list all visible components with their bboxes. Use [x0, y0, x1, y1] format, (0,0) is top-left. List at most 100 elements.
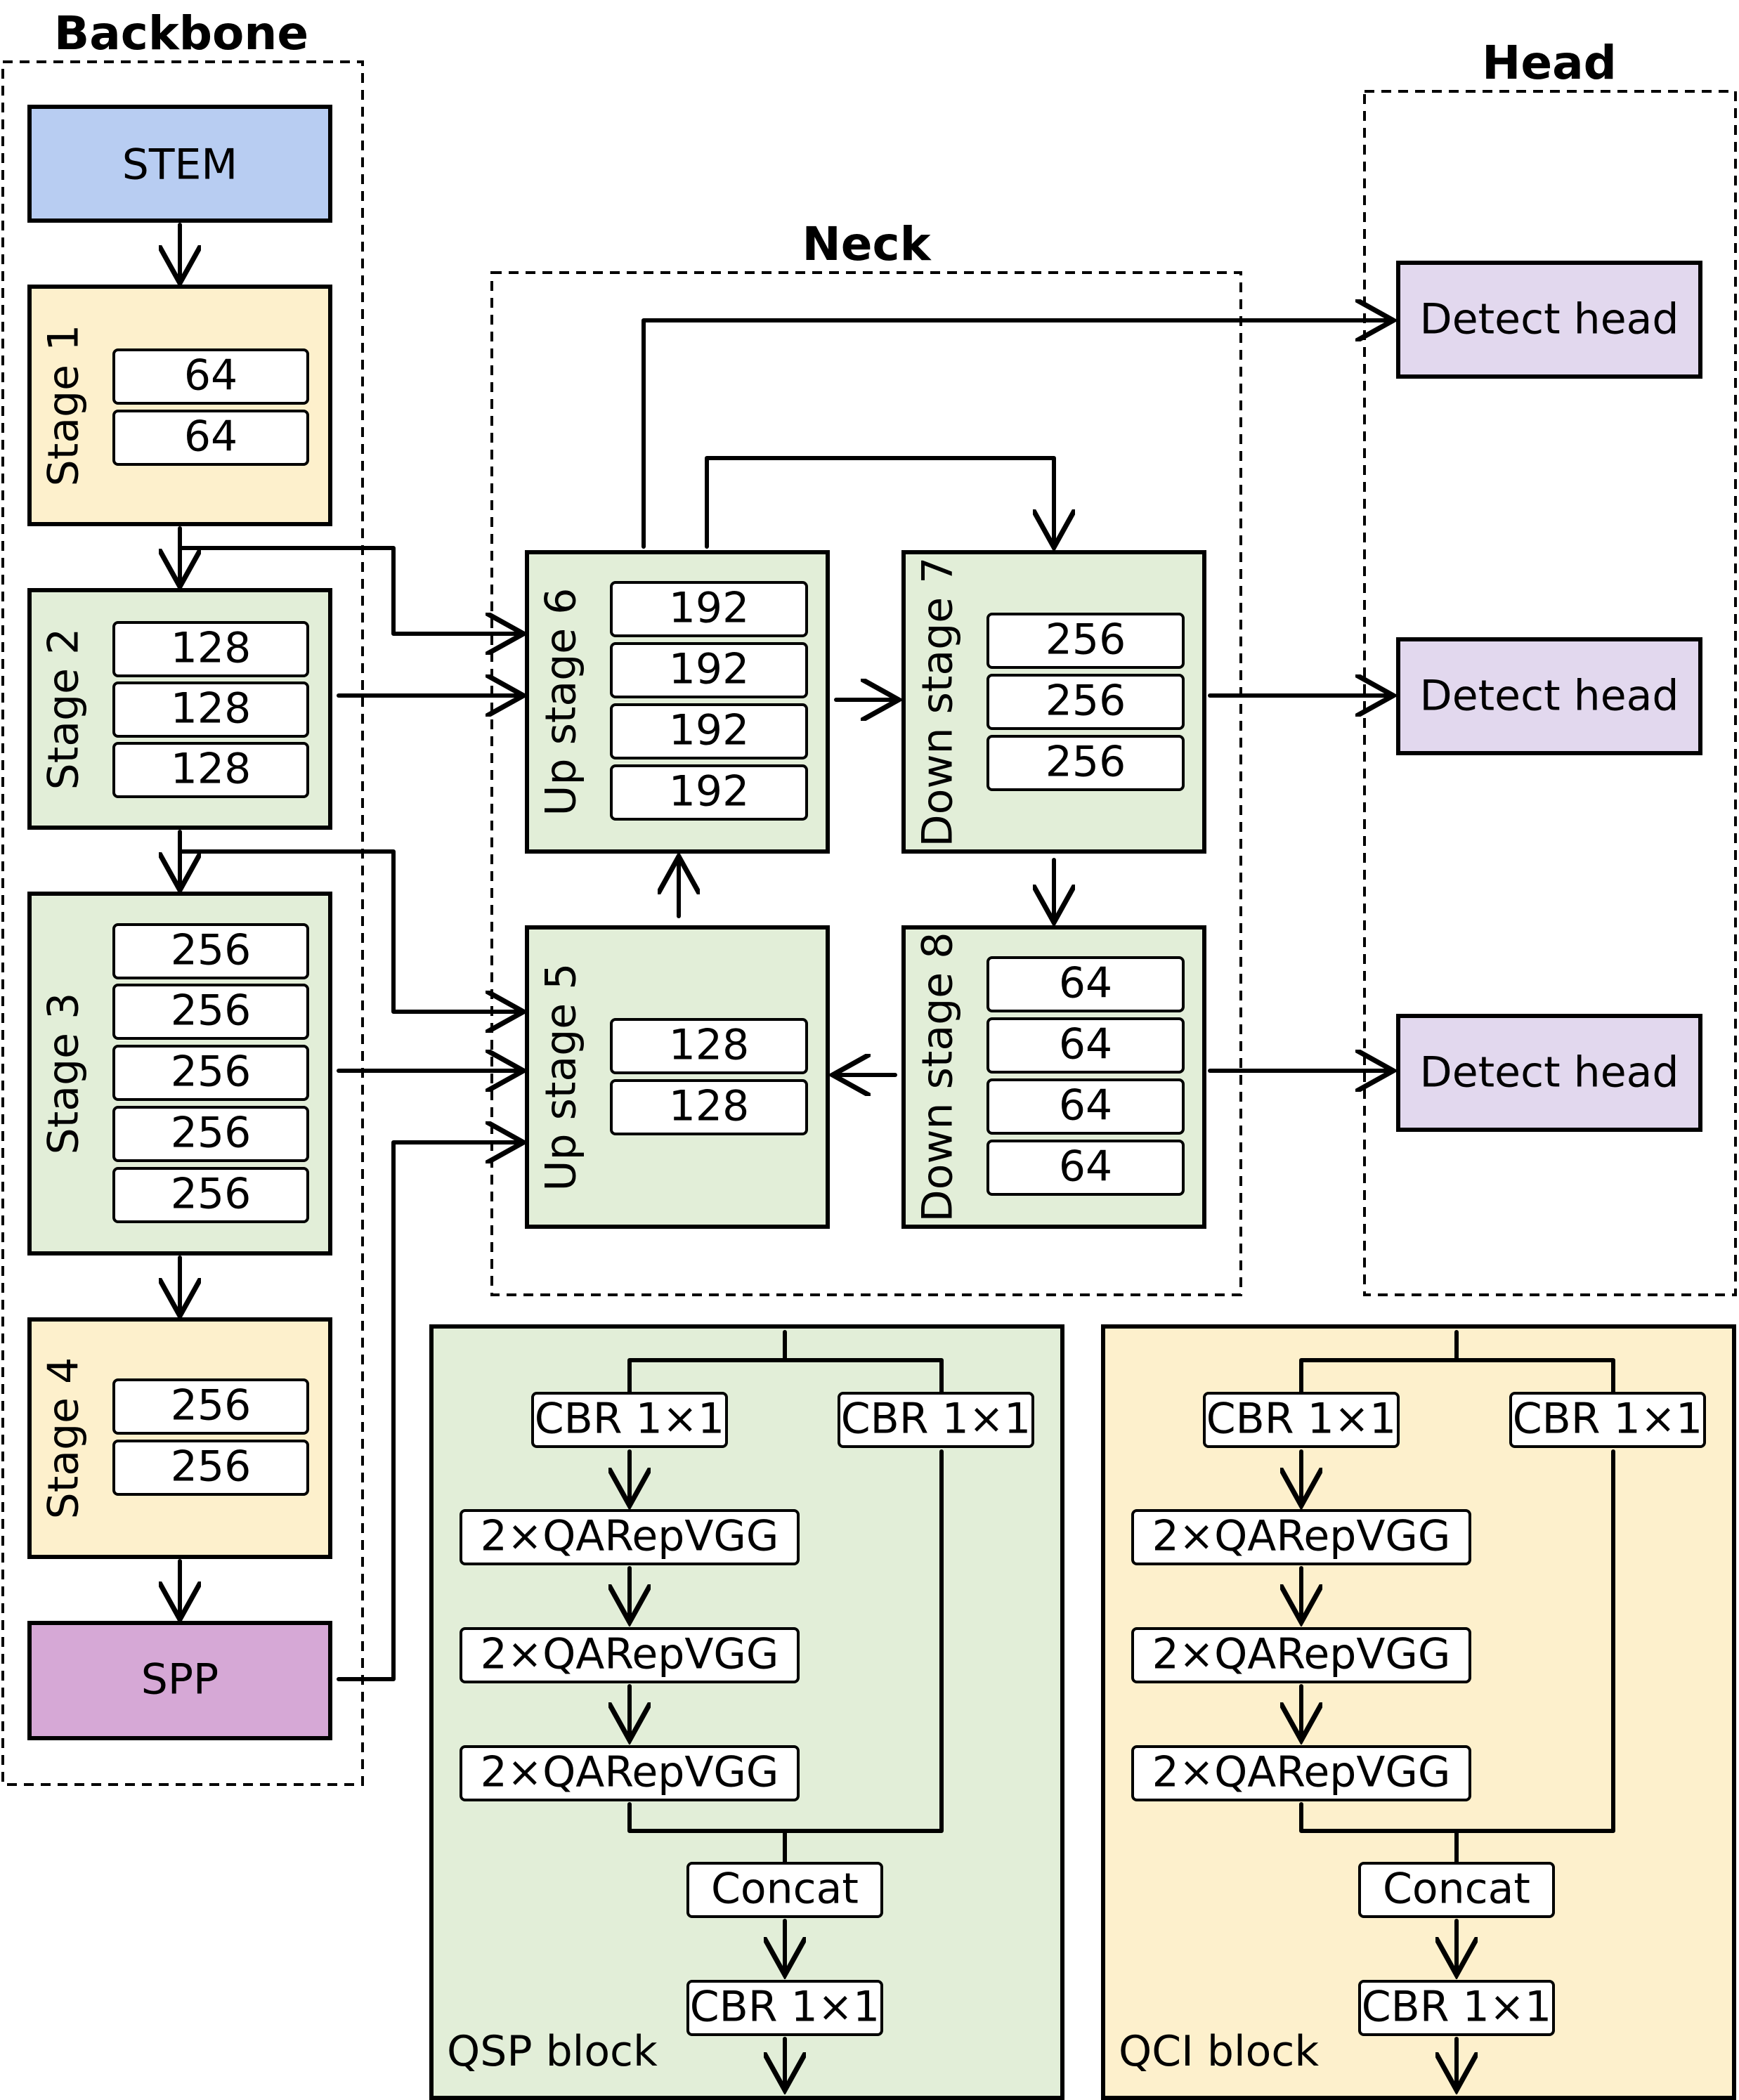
- arrow-stage2-to-up5: [178, 849, 521, 1012]
- down-stage-8-cell-value: 64: [1059, 959, 1112, 1008]
- down-stage-7-cell-value: 256: [1046, 738, 1126, 787]
- up-stage-6-cell: [610, 642, 808, 698]
- qci-rep-1-box: [1131, 1509, 1471, 1565]
- stage-1-block: Stage 1 64 64: [27, 285, 332, 526]
- arrow-up6-over-to-down7: [705, 456, 1054, 547]
- stage-3-cell: [112, 1106, 309, 1162]
- qsp-concat-box: [686, 1862, 883, 1918]
- qci-rep-2: 2×QARepVGG: [1152, 1630, 1451, 1679]
- qsp-rep-1-box: [460, 1509, 800, 1565]
- stage-3-cell: [112, 984, 309, 1040]
- stage-4-cell-value: 256: [171, 1442, 252, 1492]
- qsp-cbr-right: CBR 1×1: [841, 1395, 1031, 1444]
- qci-concat: Concat: [1383, 1865, 1530, 1914]
- down-stage-8-cell: [986, 1140, 1185, 1196]
- stage-2-cell: [112, 621, 309, 677]
- up-stage-6-cell-value: 192: [669, 645, 750, 694]
- spp-block: SPP: [27, 1621, 332, 1740]
- detect-head-2-label: Detect head: [1420, 672, 1679, 721]
- detect-head-1: Detect head: [1396, 261, 1702, 379]
- arrow-spp-to-up5: [337, 1142, 521, 1681]
- qci-rep-3: 2×QARepVGG: [1152, 1748, 1451, 1797]
- up-stage-5-cell-value: 128: [669, 1021, 750, 1070]
- backbone-container: [1, 60, 364, 1786]
- qci-cbr-out: CBR 1×1: [1362, 1983, 1551, 2032]
- head-title: Head: [1482, 36, 1617, 90]
- qsp-rep-1: 2×QARepVGG: [481, 1512, 779, 1561]
- up-stage-5-label: Up stage 5: [537, 963, 586, 1192]
- qsp-rep-3-box: [460, 1745, 800, 1801]
- stage-3-cell: [112, 1045, 309, 1101]
- down-stage-8-block: Down stage 8 64 64 64 64: [901, 925, 1206, 1229]
- qci-cbr-right-box: [1509, 1392, 1706, 1448]
- up-stage-5-block: Up stage 5 128 128: [525, 925, 830, 1229]
- qci-rep-2-box: [1131, 1627, 1471, 1683]
- qsp-cbr-out: CBR 1×1: [690, 1983, 880, 2032]
- qsp-cbr-out-box: [686, 1980, 883, 2036]
- stage-3-cell-value: 256: [171, 1109, 252, 1158]
- stage-1-label: Stage 1: [39, 325, 89, 487]
- detect-head-2: Detect head: [1396, 637, 1702, 755]
- qci-rep-1: 2×QARepVGG: [1152, 1512, 1451, 1561]
- stage-3-cell-value: 256: [171, 1170, 252, 1219]
- detect-head-3: Detect head: [1396, 1014, 1702, 1132]
- detect-head-3-label: Detect head: [1420, 1048, 1679, 1097]
- stage-4-label: Stage 4: [39, 1357, 89, 1520]
- qsp-cbr-left: CBR 1×1: [535, 1395, 724, 1444]
- qci-cbr-out-box: [1358, 1980, 1555, 2036]
- up-stage-6-cell-value: 192: [669, 584, 750, 633]
- stage-3-cell-value: 256: [171, 1048, 252, 1097]
- stage-4-cell: [112, 1378, 309, 1435]
- qsp-input-split: [627, 1330, 944, 1404]
- up-stage-5-cell: [610, 1018, 808, 1074]
- down-stage-8-cell-value: 64: [1059, 1081, 1112, 1130]
- qci-merge-lines: [1299, 1449, 1615, 1865]
- qsp-merge-lines: [627, 1449, 944, 1865]
- stage-3-block: Stage 3 256 256 256 256 256: [27, 892, 332, 1256]
- up-stage-6-block: Up stage 6 192 192 192 192: [525, 550, 830, 854]
- qci-rep-3-box: [1131, 1745, 1471, 1801]
- down-stage-8-cell: [986, 956, 1185, 1012]
- down-stage-8-cell: [986, 1078, 1185, 1135]
- qsp-rep-2: 2×QARepVGG: [481, 1630, 779, 1679]
- qci-cbr-right: CBR 1×1: [1513, 1395, 1702, 1444]
- stage-3-cell: [112, 923, 309, 979]
- stage-3-cell: [112, 1167, 309, 1223]
- qci-block: CBR 1×1 CBR 1×1 2×QARepVGG 2×QARepVGG 2×…: [1101, 1324, 1736, 2100]
- stage-2-cell-value: 128: [171, 684, 252, 733]
- qsp-block-name: QSP block: [447, 2027, 658, 2076]
- up-stage-6-cell-value: 192: [669, 767, 750, 816]
- up-stage-6-cell: [610, 764, 808, 821]
- up-stage-6-label: Up stage 6: [537, 588, 586, 816]
- neck-container: [490, 271, 1242, 1296]
- qsp-rep-2-box: [460, 1627, 800, 1683]
- down-stage-8-label: Down stage 8: [913, 932, 963, 1222]
- stage-1-cell-value: 64: [184, 412, 237, 462]
- arrow-up6-to-detect1: [641, 320, 1391, 549]
- backbone-title: Backbone: [54, 6, 308, 60]
- qsp-block: CBR 1×1 CBR 1×1 2×QARepVGG 2×QARepVGG 2×…: [429, 1324, 1064, 2100]
- down-stage-8-cell: [986, 1017, 1185, 1074]
- down-stage-7-cell-value: 256: [1046, 615, 1126, 665]
- down-stage-7-label: Down stage 7: [913, 557, 963, 847]
- qsp-concat: Concat: [711, 1865, 859, 1914]
- stage-2-block: Stage 2 128 128 128: [27, 588, 332, 830]
- stage-1-cell: [112, 410, 309, 466]
- qci-input-split: [1299, 1330, 1615, 1404]
- qsp-cbr-right-box: [838, 1392, 1034, 1448]
- down-stage-7-cell: [986, 674, 1185, 730]
- down-stage-8-cell-value: 64: [1059, 1142, 1112, 1192]
- arrow-stage1-to-up6: [178, 546, 521, 634]
- stage-1-cell: [112, 348, 309, 405]
- qci-block-name: QCI block: [1119, 2027, 1319, 2076]
- up-stage-6-cell: [610, 581, 808, 637]
- stem-label: STEM: [122, 141, 237, 190]
- qsp-rep-3: 2×QARepVGG: [481, 1748, 779, 1797]
- stage-2-label: Stage 2: [39, 628, 89, 790]
- down-stage-8-cell-value: 64: [1059, 1020, 1112, 1069]
- up-stage-6-cell: [610, 703, 808, 759]
- stem-block: STEM: [27, 105, 332, 223]
- stage-2-cell: [112, 681, 309, 738]
- down-stage-7-cell: [986, 613, 1185, 669]
- stage-2-cell: [112, 742, 309, 798]
